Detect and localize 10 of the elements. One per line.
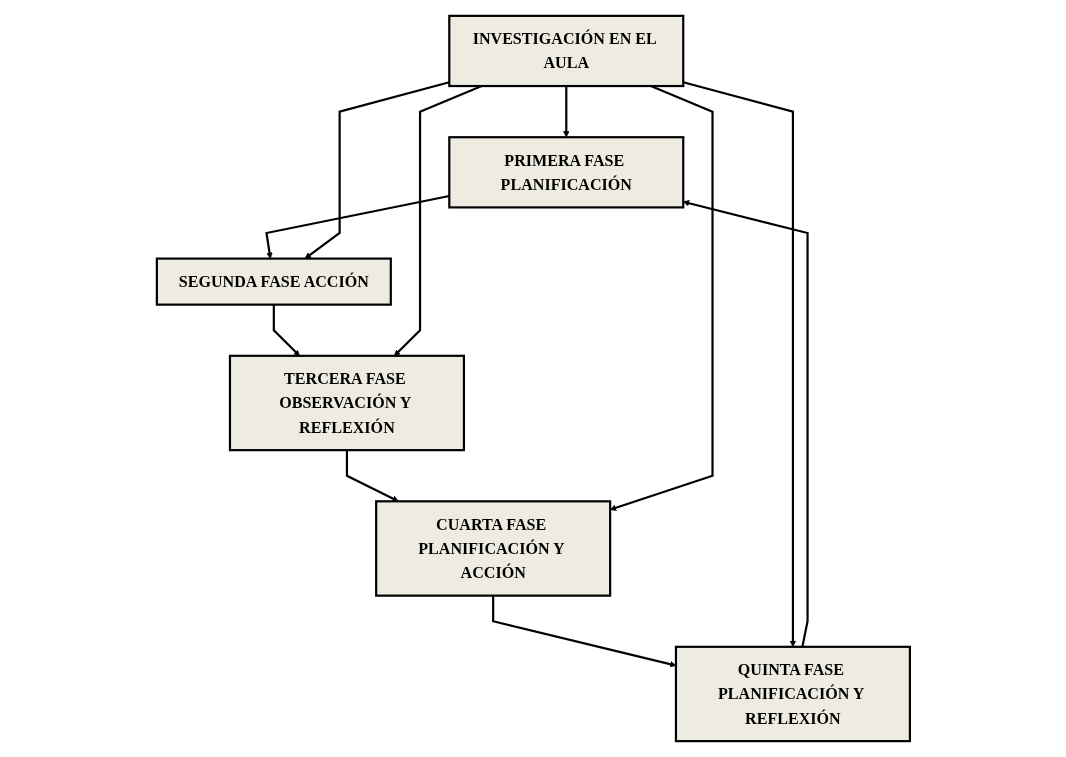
arrow [345,450,399,502]
node-box: INVESTIGACIÓN EN EL AULA [447,14,684,88]
node-box: SEGUNDA FASE ACCIÓN [155,257,392,306]
arrow [491,595,676,668]
node-box: QUINTA FASE PLANIFICACIÓN Y REFLEXIÓN [674,645,911,743]
arrow [562,86,570,138]
node-box: CUARTA FASE PLANIFICACIÓN Y ACCIÓN [374,500,611,597]
node-box: TERCERA FASE OBSERVACIÓN Y REFLEXIÓN [228,354,465,452]
arrow [304,81,450,259]
node-box: PRIMERA FASE PLANIFICACIÓN [447,136,684,209]
